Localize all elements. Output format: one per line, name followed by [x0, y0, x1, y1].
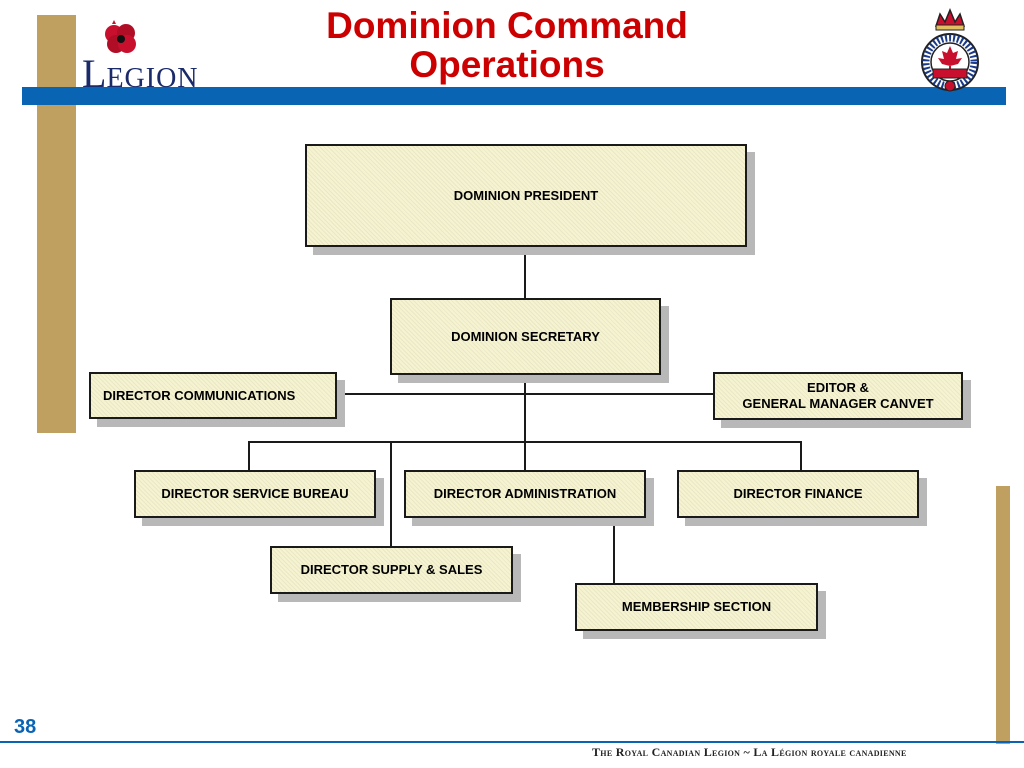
- right-accent-bar: [996, 486, 1010, 744]
- connector-staff-horizontal: [336, 393, 714, 395]
- box-editor-canvet: EDITOR & GENERAL MANAGER CANVET: [713, 372, 963, 420]
- connector-finance: [800, 441, 802, 471]
- box-director-service-bureau: DIRECTOR SERVICE BUREAU: [134, 470, 376, 518]
- left-accent-bar: [37, 15, 76, 433]
- legion-logo: LEGION: [78, 18, 218, 94]
- connector-service-bureau: [248, 441, 250, 471]
- connector-membership: [613, 517, 615, 584]
- footer-organization: The Royal Canadian Legion ~ La Légion ro…: [592, 745, 907, 759]
- page-title: Dominion Command Operations: [326, 5, 688, 85]
- connector-directors-horizontal: [248, 441, 802, 443]
- box-dominion-secretary: DOMINION SECRETARY: [390, 298, 661, 375]
- box-dominion-president: DOMINION PRESIDENT: [305, 144, 747, 247]
- connector-supply-sales: [390, 441, 392, 547]
- legion-crest-icon: [921, 8, 979, 92]
- connector-president-secretary: [524, 246, 526, 299]
- box-membership-section: MEMBERSHIP SECTION: [575, 583, 818, 631]
- legion-wordmark: LEGION: [82, 51, 199, 96]
- box-director-supply-sales: DIRECTOR SUPPLY & SALES: [270, 546, 513, 594]
- box-director-finance: DIRECTOR FINANCE: [677, 470, 919, 518]
- page-number: 38: [14, 716, 37, 738]
- header-band: [22, 87, 1006, 105]
- box-director-administration: DIRECTOR ADMINISTRATION: [404, 470, 646, 518]
- box-director-communications: DIRECTOR COMMUNICATIONS: [89, 372, 337, 419]
- connector-secretary-trunk: [524, 374, 526, 471]
- footer-rule: [0, 741, 1024, 743]
- poppy-icon: [105, 20, 136, 53]
